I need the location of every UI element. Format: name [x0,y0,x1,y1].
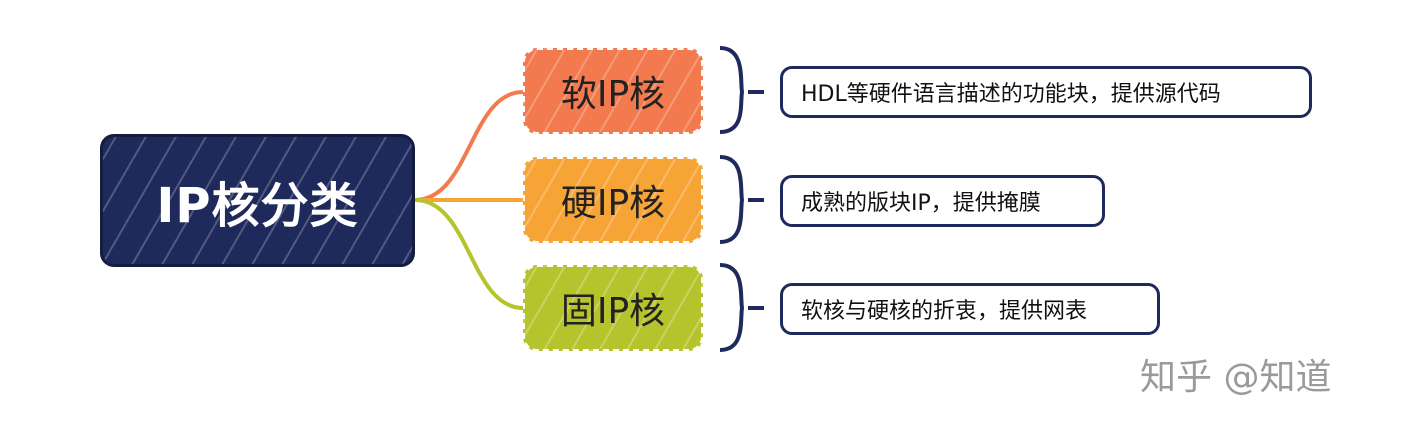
branch-firm-ip-label: 固IP核 [560,291,666,332]
branch-firm-ip: 固IP核 [523,265,703,351]
link-firm [414,198,524,310]
description-hard-ip-text: 成熟的版块IP，提供掩膜 [801,191,1041,216]
branch-soft-ip: 软IP核 [523,48,703,134]
branch-hard-ip: 硬IP核 [523,157,703,243]
brace-firm [719,263,745,352]
root-node: IP核分类 [100,134,415,267]
description-soft-ip: HDL等硬件语言描述的功能块，提供源代码 [780,66,1312,118]
brace-hard [719,155,745,244]
brace-soft [719,46,745,134]
branch-soft-ip-label: 软IP核 [560,74,666,115]
watermark: 知乎 @知道 [1140,357,1332,398]
description-firm-ip: 软核与硬核的折衷，提供网表 [780,283,1160,335]
link-soft [414,90,524,202]
root-label: IP核分类 [156,177,359,234]
description-hard-ip: 成熟的版块IP，提供掩膜 [780,175,1105,227]
branch-hard-ip-label: 硬IP核 [560,183,666,224]
description-firm-ip-text: 软核与硬核的折衷，提供网表 [801,299,1088,324]
description-soft-ip-text: HDL等硬件语言描述的功能块，提供源代码 [801,82,1221,107]
